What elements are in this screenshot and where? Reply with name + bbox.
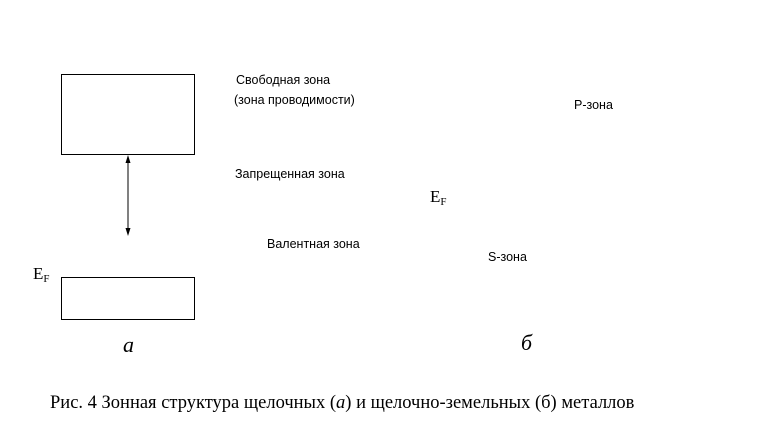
fermi-level-label-b: EF (430, 187, 447, 208)
panel-label-b: б (521, 330, 533, 355)
p-band-label: P-зона (574, 98, 613, 112)
fermi-level-label-a: EF (33, 264, 50, 285)
conduction-band-box (61, 74, 195, 155)
forbidden-gap-label: Запрещенная зона (235, 167, 345, 181)
panel-label-a: а (123, 332, 134, 357)
conduction-band-sublabel: (зона проводимости) (234, 93, 355, 107)
s-band-label: S-зона (488, 250, 527, 264)
conduction-band-label: Свободная зона (236, 73, 331, 87)
figure-caption: Рис. 4 Зонная структура щелочных (а) и щ… (50, 393, 635, 413)
valence-band-box (61, 277, 195, 320)
valence-band-label: Валентная зона (267, 237, 360, 251)
